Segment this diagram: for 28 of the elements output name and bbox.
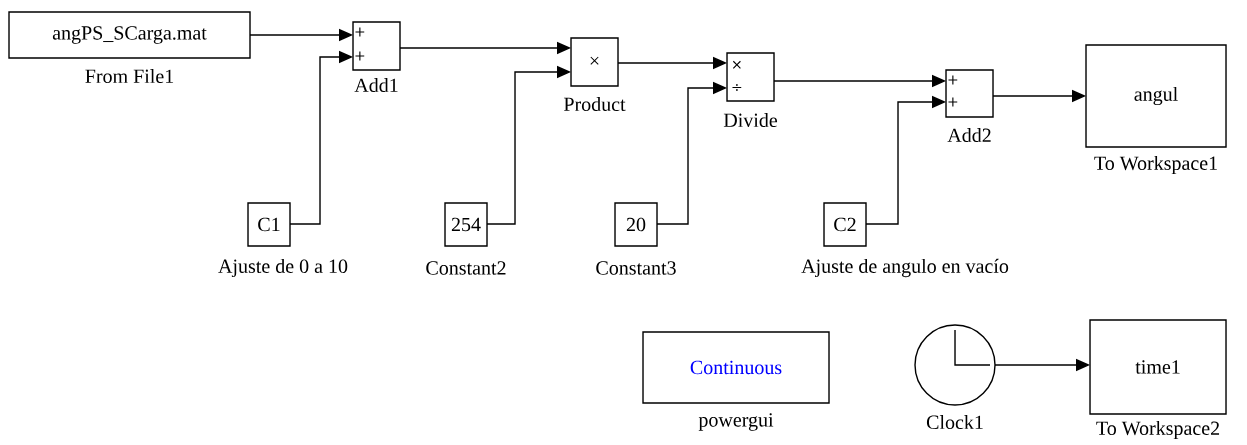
block-label: To Workspace1 [1094, 155, 1217, 175]
port-sign: + [355, 51, 365, 61]
workspace-block: angul [1085, 44, 1227, 148]
block-label: Add2 [947, 127, 991, 143]
block-label: Divide [723, 112, 778, 128]
block-label: Product [563, 96, 626, 112]
constant-block: C2 [823, 202, 867, 247]
file-block: angPS_SCarga.mat [8, 11, 251, 59]
port-sign: + [355, 27, 365, 37]
block-label: Ajuste de angulo en vacío [801, 258, 1009, 278]
constant-block: C1 [247, 202, 291, 247]
port-sign: × [732, 60, 741, 69]
block-label: Add1 [354, 77, 398, 93]
constant-block: 20 [614, 202, 658, 247]
block-label: From File1 [85, 68, 174, 84]
workspace-block: time1 [1089, 319, 1227, 415]
product-block: × [570, 37, 619, 87]
block-label: To Workspace2 [1096, 420, 1220, 440]
port-sign: + [948, 75, 958, 85]
constant-block: 254 [444, 202, 488, 247]
port-sign: + [948, 97, 958, 107]
block-label: Constant3 [596, 261, 676, 275]
solver-block: Continuous [642, 331, 830, 404]
block-label: Constant2 [426, 261, 506, 275]
block-label: Clock1 [926, 414, 983, 430]
block-label: Ajuste de 0 a 10 [218, 258, 348, 278]
port-sign: ÷ [732, 84, 742, 91]
block-label: powergui [698, 413, 774, 431]
